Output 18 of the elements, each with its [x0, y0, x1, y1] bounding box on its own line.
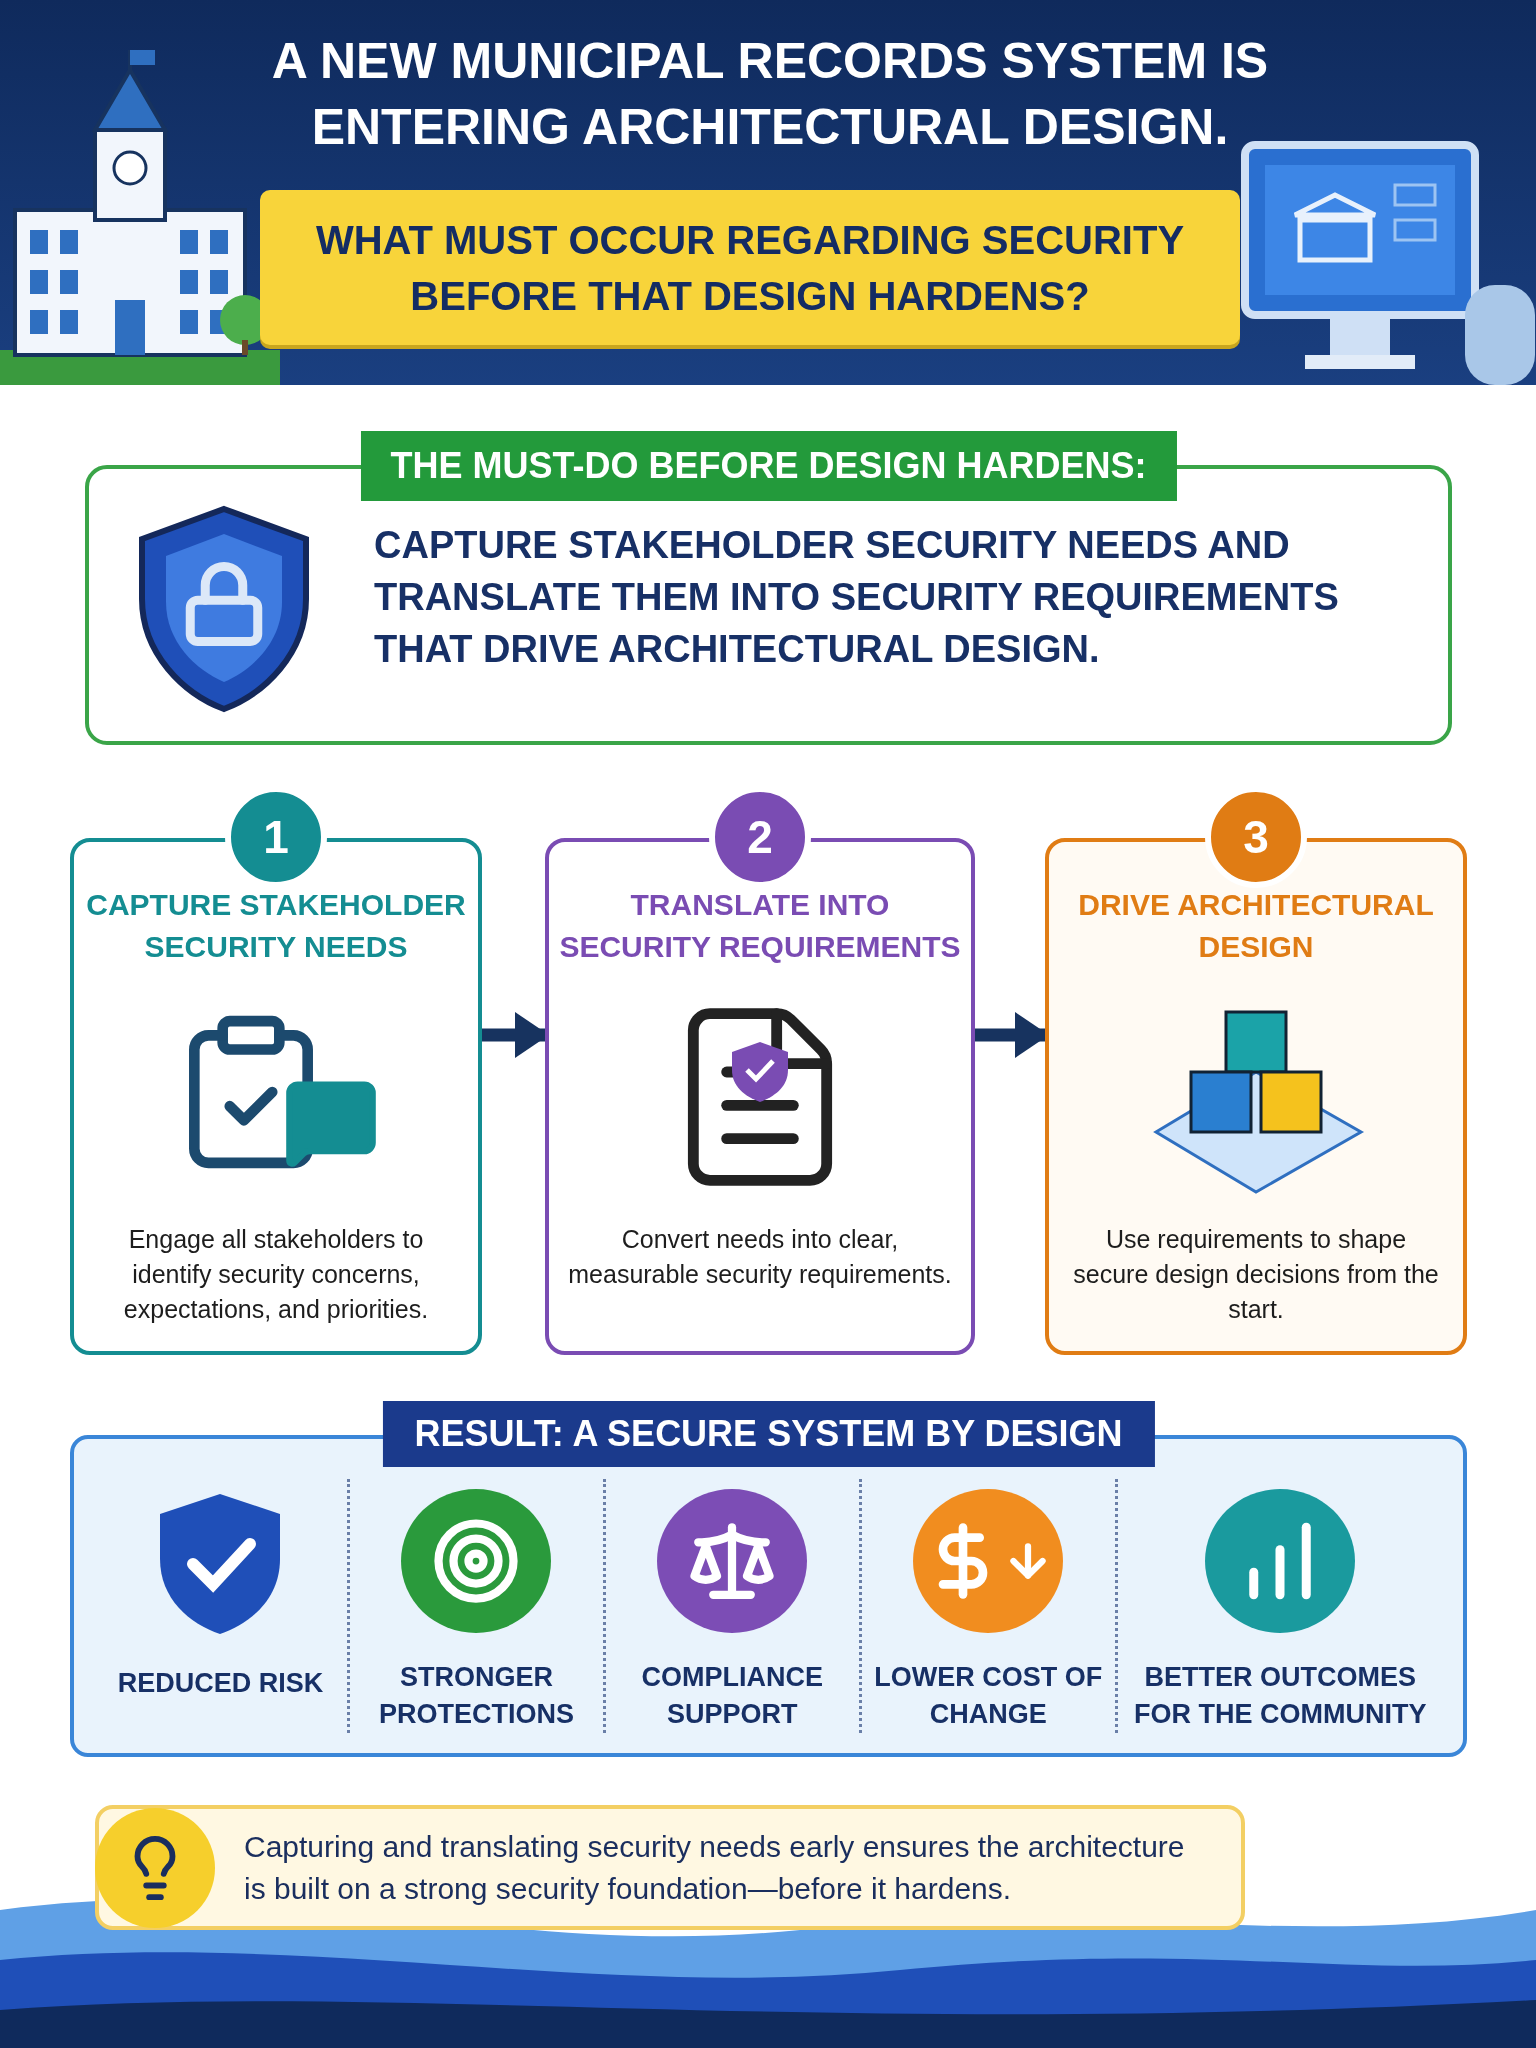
benefit-label: STRONGER PROTECTIONS [377, 1661, 575, 1731]
title: A NEW MUNICIPAL RECORDS SYSTEM IS ENTERING ARCHITECTURAL DESIGN. [270, 32, 1270, 157]
benefit-label: COMPLIANCE SUPPORT [640, 1661, 825, 1731]
note-panel [95, 1805, 1245, 1930]
step-title: CAPTURE STAKEHOLDER SECURITY NEEDS [85, 887, 467, 965]
step-description: Engage all stakeholders to identify security concerns, expectations, and priorities. [122, 1224, 430, 1325]
question-text: WHAT MUST OCCUR REGARDING SECURITY BEFORE THAT DESIGN HARDENS? [314, 216, 1186, 320]
benefit-label: BETTER OUTCOMES FOR THE COMMUNITY [1133, 1661, 1428, 1731]
step-description: Use requirements to shape secure design decisions from the start. [1072, 1224, 1440, 1325]
statement-text: CAPTURE STAKEHOLDER SECURITY NEEDS AND TRANSLATE THEM INTO SECURITY REQUIREMENTS THAT DRIVE ARCHITECTURAL DESIGN. [374, 523, 1340, 672]
step-description: Convert needs into clear, measurable security requirements. [567, 1224, 953, 1290]
section-heading: RESULT: A SECURE SYSTEM BY DESIGN [382, 1401, 1155, 1467]
step-title: TRANSLATE INTO SECURITY REQUIREMENTS [559, 887, 961, 965]
benefit-label: LOWER COST OF CHANGE [873, 1661, 1104, 1731]
section-heading: THE MUST-DO BEFORE DESIGN HARDENS: [360, 431, 1177, 501]
step-title: DRIVE ARCHITECTURAL DESIGN [1077, 887, 1435, 965]
benefit-label: REDUCED RISK [117, 1667, 324, 1700]
note-text: Capturing and translating security needs early ensures the architecture is built on a strong security foundation—before it hardens. [244, 1828, 1186, 1907]
